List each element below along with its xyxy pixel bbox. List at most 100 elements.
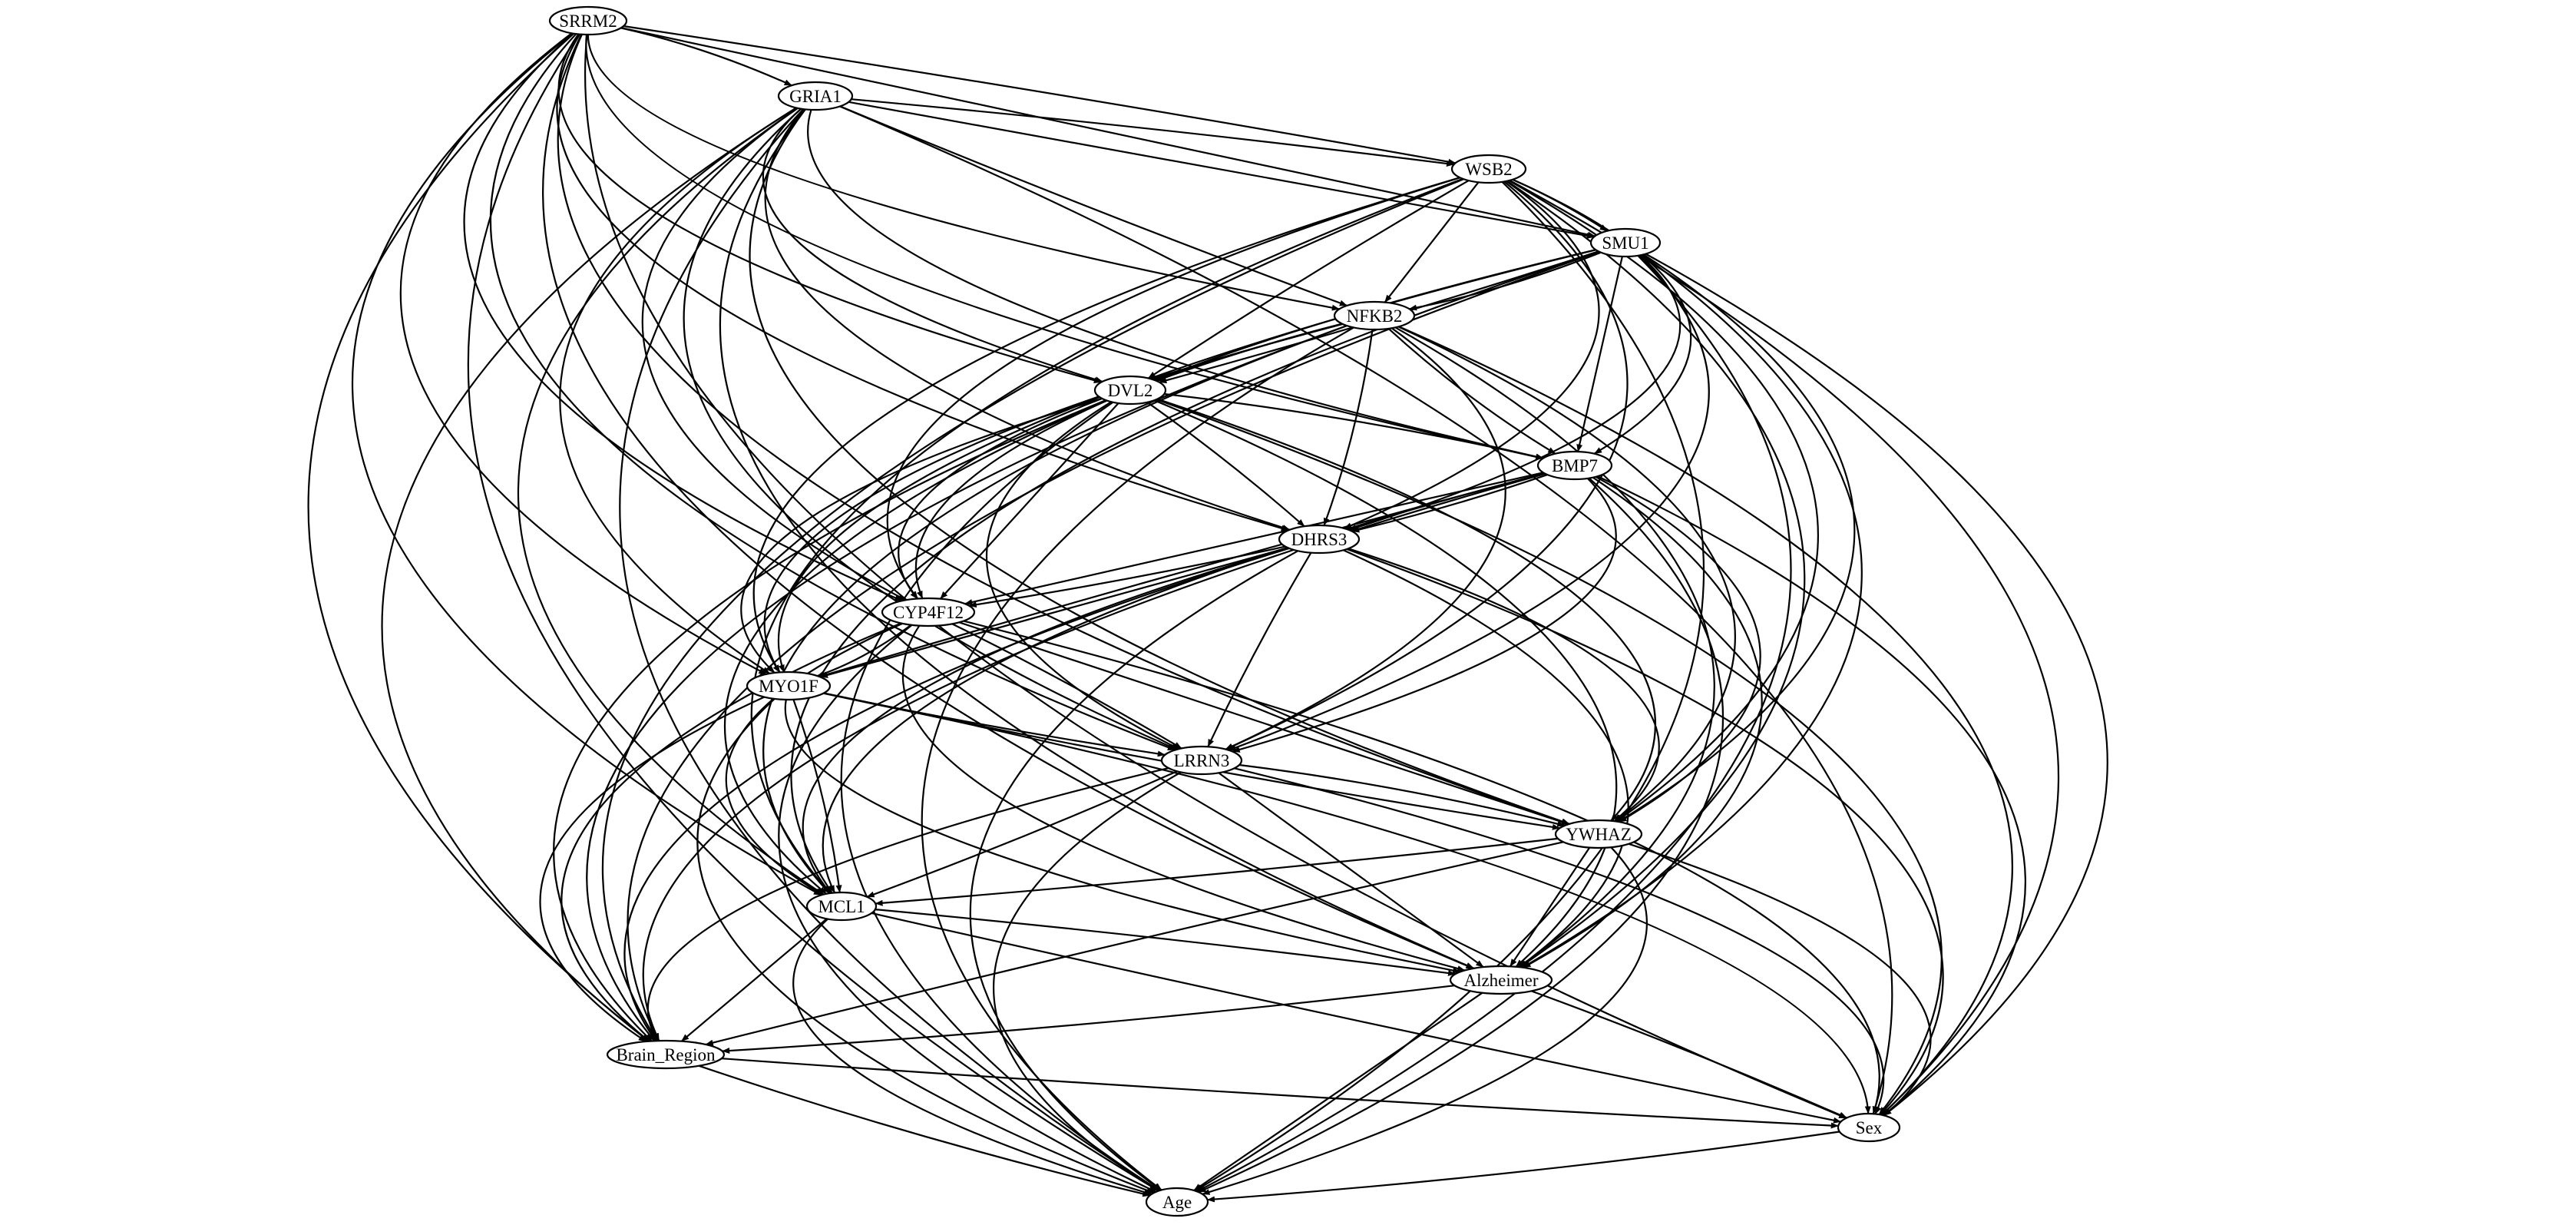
edge-DHRS3-to-MYO1F: [820, 547, 1288, 678]
node-label-DHRS3: DHRS3: [1291, 530, 1348, 549]
edge-WSB2-to-Brain_Region: [601, 178, 1464, 1041]
node-Alzheimer: Alzheimer: [1449, 965, 1553, 995]
edge-SRRM2-to-LRRN3: [489, 33, 1176, 751]
edge-WSB2-to-DVL2: [1147, 180, 1470, 379]
node-label-WSB2: WSB2: [1465, 160, 1512, 179]
edge-DVL2-to-LRRN3: [986, 401, 1179, 750]
edge-SRRM2-to-WSB2: [623, 25, 1457, 165]
edge-MCL1-to-Age: [792, 918, 1152, 1196]
edge-GRIA1-to-MYO1F: [559, 107, 797, 674]
edge-GRIA1-to-SMU1: [848, 101, 1595, 239]
edge-Alzheimer-to-Sex: [1531, 990, 1847, 1119]
node-label-SRRM2: SRRM2: [559, 12, 617, 31]
edge-BMP7-to-DHRS3: [1351, 474, 1548, 533]
edge-Brain_Region-to-Sex: [721, 1058, 1839, 1129]
node-GRIA1: GRIA1: [777, 81, 854, 111]
edge-GRIA1-to-LRRN3: [683, 108, 1178, 750]
node-YWHAZ: YWHAZ: [1554, 819, 1643, 849]
edge-Brain_Region-to-Age: [699, 1064, 1151, 1197]
node-shape-LRRN3: [1160, 745, 1243, 776]
edge-CYP4F12-to-MCL1: [725, 622, 903, 896]
edge-CYP4F12-to-LRRN3: [951, 623, 1182, 750]
edge-DVL2-to-Alzheimer: [1153, 399, 1618, 968]
edge-GRIA1-to-Alzheimer: [719, 108, 1474, 969]
node-CYP4F12: CYP4F12: [881, 597, 976, 627]
node-label-Sex: Sex: [1856, 1118, 1883, 1137]
edge-BMP7-to-Sex: [1597, 475, 2026, 1117]
edge-BMP7-to-MYO1F: [818, 472, 1546, 678]
edge-SMU1-to-BMP7: [1576, 256, 1623, 452]
edge-SMU1-to-Age: [1196, 255, 1792, 1193]
edge-SRRM2-to-MCL1: [352, 32, 822, 896]
edge-LRRN3-to-YWHAZ: [1238, 763, 1566, 827]
edge-SRRM2-to-GRIA1: [620, 27, 792, 87]
edge-NFKB2-to-Alzheimer: [1394, 326, 1715, 968]
edge-YWHAZ-to-Age: [1202, 846, 1648, 1195]
node-MYO1F: MYO1F: [746, 670, 832, 701]
edge-GRIA1-to-NFKB2: [839, 105, 1348, 306]
node-SRRM2: SRRM2: [548, 5, 628, 36]
node-WSB2: WSB2: [1450, 154, 1527, 184]
node-label-SMU1: SMU1: [1602, 233, 1648, 253]
edge-Sex-to-Age: [1207, 1131, 1840, 1203]
node-shape-MCL1: [805, 891, 878, 922]
edge-WSB2-to-MCL1: [750, 177, 1463, 894]
edge-WSB2-to-CYP4F12: [886, 177, 1460, 600]
edge-WSB2-to-SMU1: [1512, 178, 1608, 232]
edge-DHRS3-to-Brain_Region: [623, 547, 1290, 1041]
edge-DVL2-to-MCL1: [724, 399, 1107, 895]
edge-CYP4F12-to-YWHAZ: [958, 621, 1569, 826]
edge-DHRS3-to-Age: [969, 550, 1298, 1191]
edge-SRRM2-to-SMU1: [620, 27, 1596, 238]
node-Brain_Region: Brain_Region: [606, 1039, 726, 1070]
node-shape-NFKB2: [1333, 300, 1416, 331]
edge-SRRM2-to-Sex: [584, 34, 1847, 1119]
edge-MCL1-to-Sex: [871, 912, 1841, 1124]
node-shape-Brain_Region: [606, 1039, 726, 1070]
edge-SRRM2-to-Brain_Region: [307, 32, 650, 1042]
node-shape-SMU1: [1589, 227, 1662, 258]
edge-LRRN3-to-Age: [993, 771, 1182, 1192]
node-shape-SRRM2: [548, 5, 628, 36]
edge-SMU1-to-DHRS3: [1348, 254, 1682, 531]
node-label-Brain_Region: Brain_Region: [616, 1045, 716, 1064]
edge-NFKB2-to-LRRN3: [1225, 327, 1506, 750]
edge-YWHAZ-to-Sex: [1629, 843, 1932, 1117]
edge-BMP7-to-CYP4F12: [964, 472, 1544, 605]
edge-SMU1-to-MCL1: [790, 250, 1599, 894]
edge-NFKB2-to-YWHAZ: [1397, 326, 1736, 823]
edge-WSB2-to-Alzheimer: [1506, 180, 1806, 968]
edge-WSB2-to-YWHAZ: [1508, 180, 1819, 823]
edge-DHRS3-to-CYP4F12: [968, 545, 1286, 608]
edge-DVL2-to-YWHAZ: [1156, 398, 1657, 822]
edge-CYP4F12-to-MYO1F: [817, 624, 912, 677]
edge-GRIA1-to-Sex: [839, 105, 1893, 1114]
edge-DVL2-to-Sex: [1156, 399, 1943, 1115]
edge-SMU1-to-Alzheimer: [1522, 253, 1863, 968]
edge-MCL1-to-Alzheimer: [875, 909, 1456, 976]
node-label-DVL2: DVL2: [1108, 381, 1153, 400]
edge-CYP4F12-to-Alzheimer: [901, 625, 1466, 972]
node-label-NFKB2: NFKB2: [1347, 306, 1403, 326]
edge-SMU1-to-Sex: [1645, 253, 2108, 1117]
node-LRRN3: LRRN3: [1160, 745, 1243, 776]
edge-BMP7-to-YWHAZ: [1595, 475, 1761, 823]
edge-NFKB2-to-MCL1: [762, 325, 1348, 894]
edge-SRRM2-to-NFKB2: [587, 34, 1340, 311]
edge-NFKB2-to-Age: [921, 326, 1354, 1191]
edge-DVL2-to-CYP4F12: [939, 402, 1119, 600]
edge-BMP7-to-LRRN3: [1232, 478, 1617, 753]
node-label-LRRN3: LRRN3: [1174, 751, 1230, 770]
node-BMP7: BMP7: [1536, 450, 1613, 481]
edge-SRRM2-to-Age: [467, 33, 1159, 1192]
edge-LRRN3-to-MCL1: [866, 770, 1178, 898]
edge-NFKB2-to-DHRS3: [1323, 329, 1374, 526]
edge-SMU1-to-LRRN3: [1228, 254, 1710, 751]
edge-DHRS3-to-Alzheimer: [1343, 549, 1629, 968]
edge-CYP4F12-to-Age: [778, 624, 1156, 1193]
edge-NFKB2-to-Sex: [1398, 326, 2013, 1116]
edge-SRRM2-to-BMP7: [585, 34, 1544, 460]
edge-WSB2-to-Sex: [1509, 179, 2060, 1116]
node-NFKB2: NFKB2: [1333, 300, 1416, 331]
